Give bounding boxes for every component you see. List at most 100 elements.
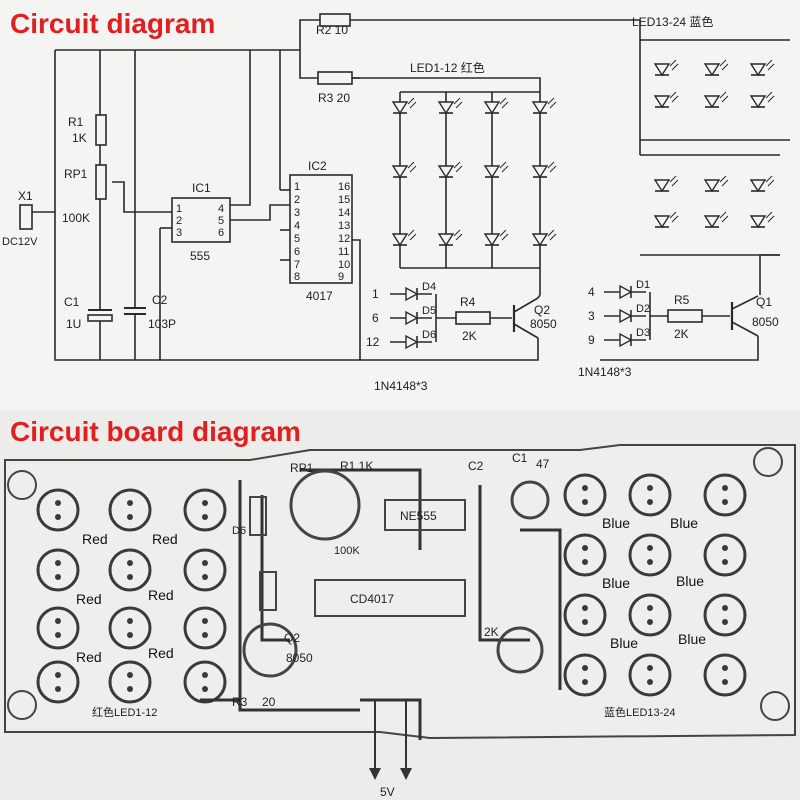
blue-label-6: Blue [678,631,706,647]
d5-label: D5 [422,305,436,317]
red-led-4-1 [531,97,557,115]
ic2-4017-chip [289,174,353,284]
diode-right-3 [604,332,646,348]
diodes-d4-d6 [390,286,432,350]
q2-part: 8050 [530,317,557,331]
r3-label: R3 20 [318,91,350,105]
r1-resistor [95,114,107,146]
red-led-pad-2-3 [108,606,152,650]
ic1-part: 555 [190,249,210,263]
red-led-1-3 [391,229,417,247]
rp1-footprint [289,469,361,541]
red-led-2-3 [437,229,463,247]
board-power-label: 5V [380,785,395,799]
x1-connector [19,204,33,230]
blue-led-1-4 [653,211,679,229]
blue-led-pad-2-4 [628,653,672,697]
red-led-matrix [391,92,557,268]
ic2-part: 4017 [306,289,333,303]
diode-right-1 [604,284,646,300]
ic2-right-pins: 16 15 14 13 12 11 10 9 [338,181,350,283]
q2-footprint [242,622,298,678]
ic2-ground-wire [352,239,361,360]
ic1-pin-4: 4 [218,203,224,215]
d4-label: D4 [422,281,436,293]
ic2-pin-14: 14 [338,207,350,219]
d-input-pin-12: 12 [366,335,380,349]
red-led-pad-2-1 [108,488,152,532]
blue-led-3-2 [749,91,775,109]
r1-value: 1K [72,131,87,145]
red-led-pad-3-1 [183,488,227,532]
blue-led-3-4 [749,211,775,229]
d6-label: D6 [422,329,436,341]
blue-led-2-2 [703,91,729,109]
mount-hole-bottom-left [7,690,37,720]
d-input-pin-4: 4 [588,285,595,299]
red-led-3-1 [483,97,509,115]
power-arrow-left [369,768,381,780]
ic2-pin-1: 1 [294,181,300,193]
blue-led-1-1 [653,59,679,77]
r5-resistor [667,309,703,323]
blue-led-symbols [653,59,775,229]
red-led-4-3 [531,229,557,247]
r2-resistor [319,13,351,27]
ic2-pin-9: 9 [338,271,344,283]
q2-transistor [512,297,539,339]
ic2-pin-2: 2 [294,194,300,206]
ne555-footprint [384,499,466,531]
board-drawing: RP1 R1 1K C2 C1 47 NE555 CD4017 Q2 8050 … [4,444,796,799]
r4-value: 2K [462,329,477,343]
board-100k-label: 100K [334,545,360,557]
ic1-pin-1: 1 [176,203,182,215]
ic2-pin-4: 4 [294,220,300,232]
blue-label-2: Blue [670,515,698,531]
ic1-pin-2: 2 [176,215,182,227]
ic1-to-ic2-clock-wire [230,204,290,221]
red-label-4: Red [148,587,174,603]
blue-led-pad-3-3 [703,593,747,637]
r5-value: 2K [674,327,689,341]
q2-collector-wire [537,294,541,299]
d2-label: D2 [636,303,650,315]
diode-note-right: 1N4148*3 [578,365,632,379]
q2-label: Q2 [534,303,550,317]
blue-label-3: Blue [602,575,630,591]
red-label-1: Red [82,531,108,547]
trace-left-vertical [238,480,360,712]
c1-footprint [510,480,550,520]
circuit-board-heading: Circuit board diagram [10,416,301,447]
board-r1-label: R1 1K [340,459,373,473]
rp1-value: 100K [62,211,90,225]
circuit-diagram-panel: Circuit diagram R2 10 R3 20 R1 1K RP1 10… [0,0,800,410]
r3-resistor [317,71,353,85]
left-rail-wire [54,50,360,361]
diode-note-left: 1N4148*3 [374,379,428,393]
red-led-pad-2-2 [108,548,152,592]
mount-hole-top-right [753,447,783,477]
red-led-1-2 [391,161,417,179]
board-resistor-1 [249,496,267,536]
board-d6-label: D6 [232,525,246,537]
red-led-1-1 [391,97,417,115]
blue-led-pad-1-2 [563,533,607,577]
ic2-pin-8: 8 [294,271,300,283]
red-label-2: Red [152,531,178,547]
ic2-label: IC2 [308,159,327,173]
board-q2-label: Q2 [284,631,300,645]
blue-led-1-2 [653,91,679,109]
x1-value: DC12V [2,236,38,248]
trace-power [360,698,422,740]
circuit-diagram-heading: Circuit diagram [10,8,216,39]
q1-transistor [730,295,759,337]
ic2-pin-13: 13 [338,220,350,232]
diode-left-2 [390,310,432,326]
red-led-3-2 [483,161,509,179]
ic1-label: IC1 [192,181,211,195]
r1-label: R1 [68,115,84,129]
blue-led-pads [563,473,747,697]
ic2-pin-5: 5 [294,233,300,245]
q2-emitter-wire [360,338,539,361]
